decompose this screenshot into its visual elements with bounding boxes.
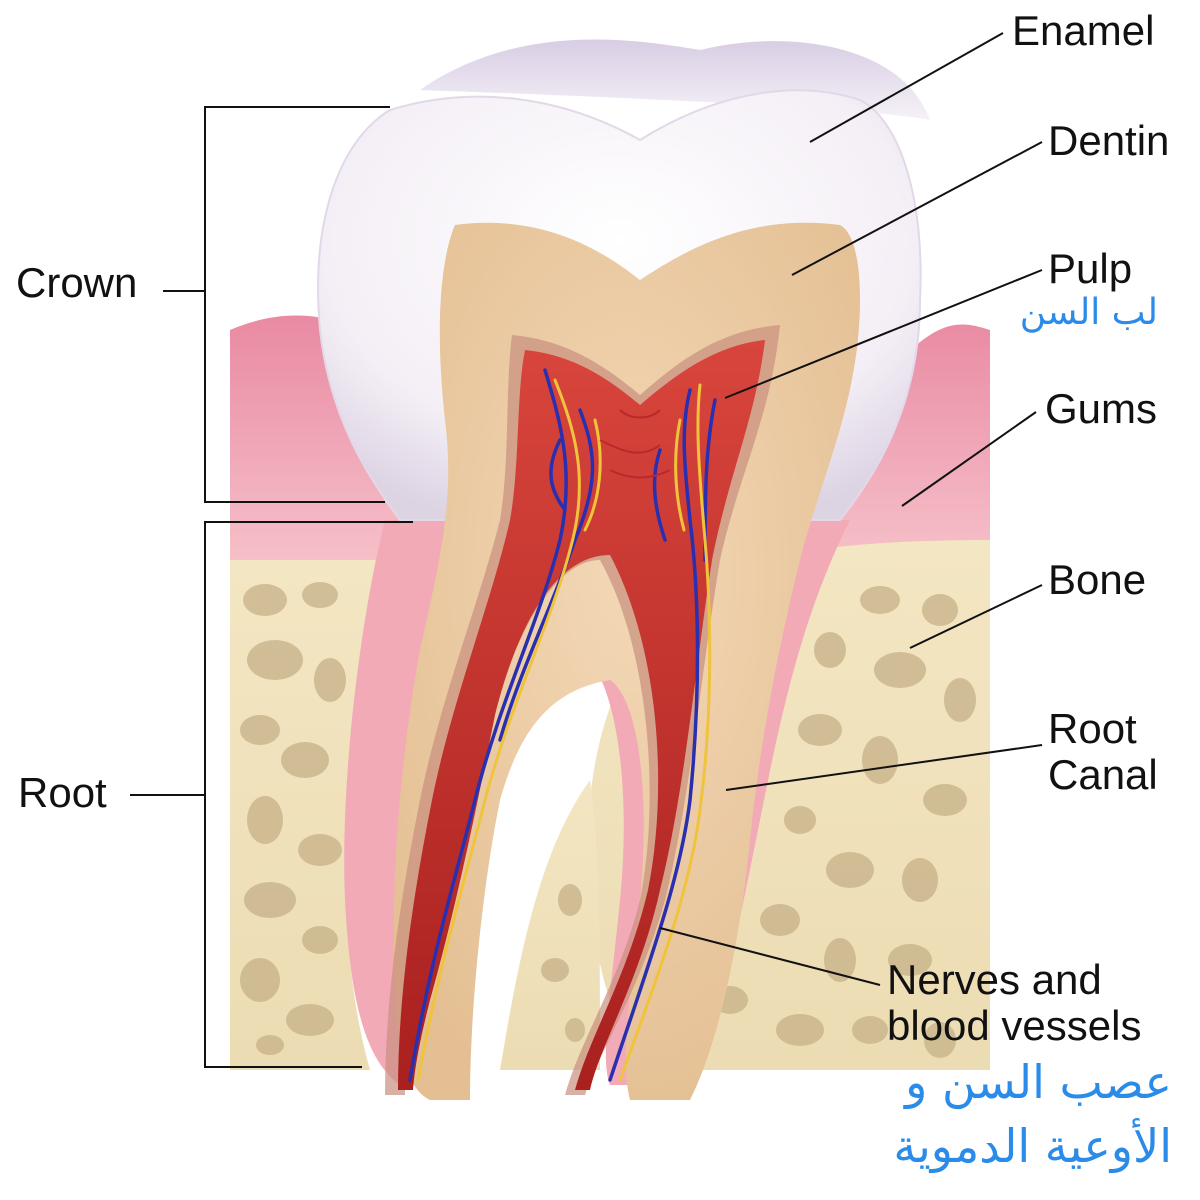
label-crown: Crown <box>16 260 137 306</box>
label-root-canal: Root Canal <box>1048 706 1158 798</box>
label-nerves-line-2: blood vessels <box>887 1003 1141 1049</box>
label-root-canal-line-1: Root <box>1048 706 1158 752</box>
label-gums: Gums <box>1045 386 1157 432</box>
label-root-canal-line-2: Canal <box>1048 752 1158 798</box>
label-nerves-arabic: عصب السن و الأوعية الدموية <box>848 1050 1172 1178</box>
label-pulp-arabic: لب السن <box>1004 292 1158 333</box>
label-root: Root <box>18 770 107 816</box>
label-dentin: Dentin <box>1048 118 1169 164</box>
label-nerves-arabic-line-2: الأوعية الدموية <box>848 1114 1172 1178</box>
label-bone: Bone <box>1048 557 1146 603</box>
label-nerves-blood-vessels: Nerves and blood vessels <box>887 957 1141 1049</box>
label-enamel: Enamel <box>1012 8 1154 54</box>
label-nerves-line-1: Nerves and <box>887 957 1141 1003</box>
label-pulp: Pulp <box>1048 246 1132 292</box>
label-nerves-arabic-line-1: عصب السن و <box>848 1050 1172 1114</box>
